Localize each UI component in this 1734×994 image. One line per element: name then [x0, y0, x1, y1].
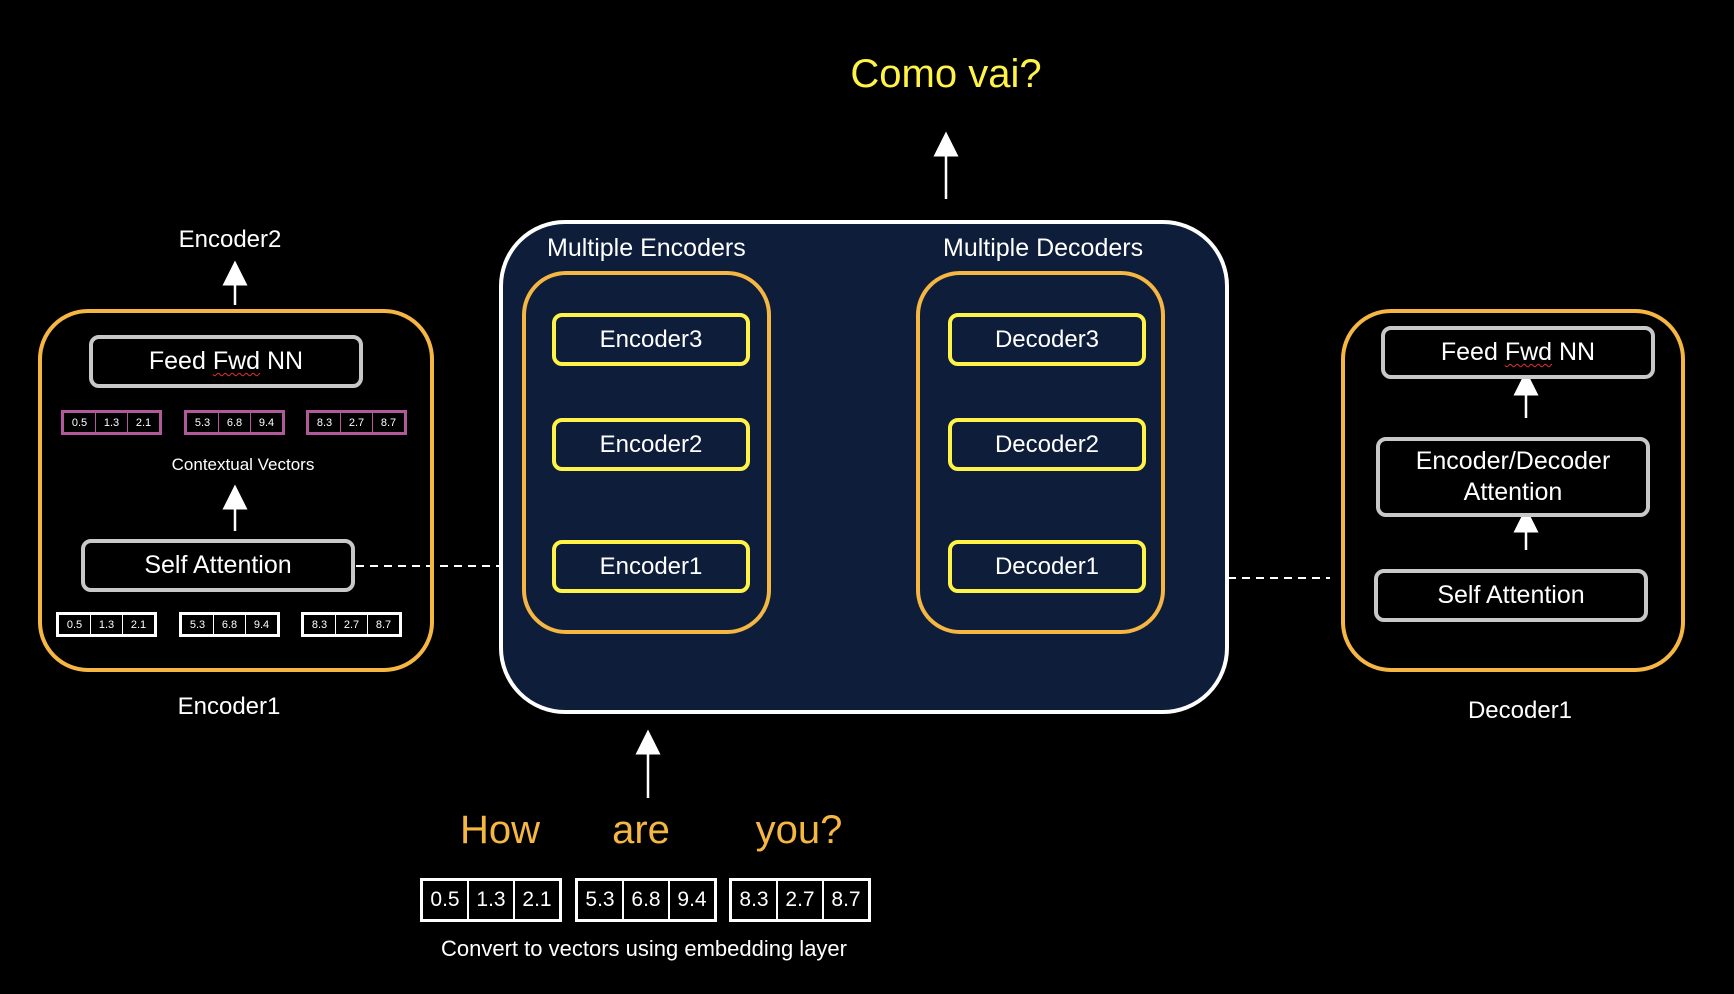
output-text: Como vai? — [850, 52, 1042, 96]
encoder3-box[interactable]: Encoder3 — [552, 313, 750, 366]
ffn-label: Feed Fwd NN — [1440, 337, 1596, 366]
vector-cell: 6.8 — [624, 881, 668, 919]
decoder-stack — [916, 271, 1165, 634]
decoder1-detail-frame — [1341, 309, 1685, 672]
decoder3-box[interactable]: Decoder3 — [948, 313, 1146, 366]
left-feed-forward-box[interactable]: Feed Fwd NN — [89, 335, 363, 388]
decoder2-box[interactable]: Decoder2 — [948, 418, 1146, 471]
input-word-are: are — [612, 808, 670, 852]
vector-cell: 5.3 — [578, 881, 622, 919]
right-self-attention-box[interactable]: Self Attention — [1374, 569, 1648, 622]
multiple-encoders-label: Multiple Encoders — [547, 234, 746, 262]
vector-cell: 2.1 — [515, 881, 559, 919]
multiple-decoders-label: Multiple Decoders — [943, 234, 1144, 262]
encoder2-box[interactable]: Encoder2 — [552, 418, 750, 471]
left-top-label: Encoder2 — [178, 226, 282, 253]
encoder1-detail-frame — [38, 309, 434, 672]
vector-cell: 8.7 — [824, 881, 868, 919]
left-bottom-label: Encoder1 — [177, 693, 281, 720]
contextual-vectors-label: Contextual Vectors — [171, 455, 315, 474]
vector-cell: 8.3 — [732, 881, 776, 919]
vector-cell: 2.7 — [778, 881, 822, 919]
right-feed-forward-box[interactable]: Feed Fwd NN — [1381, 326, 1655, 379]
embedding-caption: Convert to vectors using embedding layer — [441, 936, 847, 961]
right-bottom-label: Decoder1 — [1467, 697, 1573, 724]
decoder1-box[interactable]: Decoder1 — [948, 540, 1146, 593]
vector-cell: 1.3 — [469, 881, 513, 919]
vector-cell: 9.4 — [670, 881, 714, 919]
encoder-stack — [522, 271, 771, 634]
left-self-attention-box[interactable]: Self Attention — [81, 539, 355, 592]
encoder1-box[interactable]: Encoder1 — [552, 540, 750, 593]
input-word-how: How — [459, 808, 541, 852]
encoder-decoder-attention-box[interactable]: Encoder/Decoder Attention — [1376, 437, 1650, 517]
ffn-label: Feed Fwd NN — [148, 346, 304, 375]
vector-cell: 0.5 — [423, 881, 467, 919]
input-word-you: you? — [755, 808, 843, 852]
